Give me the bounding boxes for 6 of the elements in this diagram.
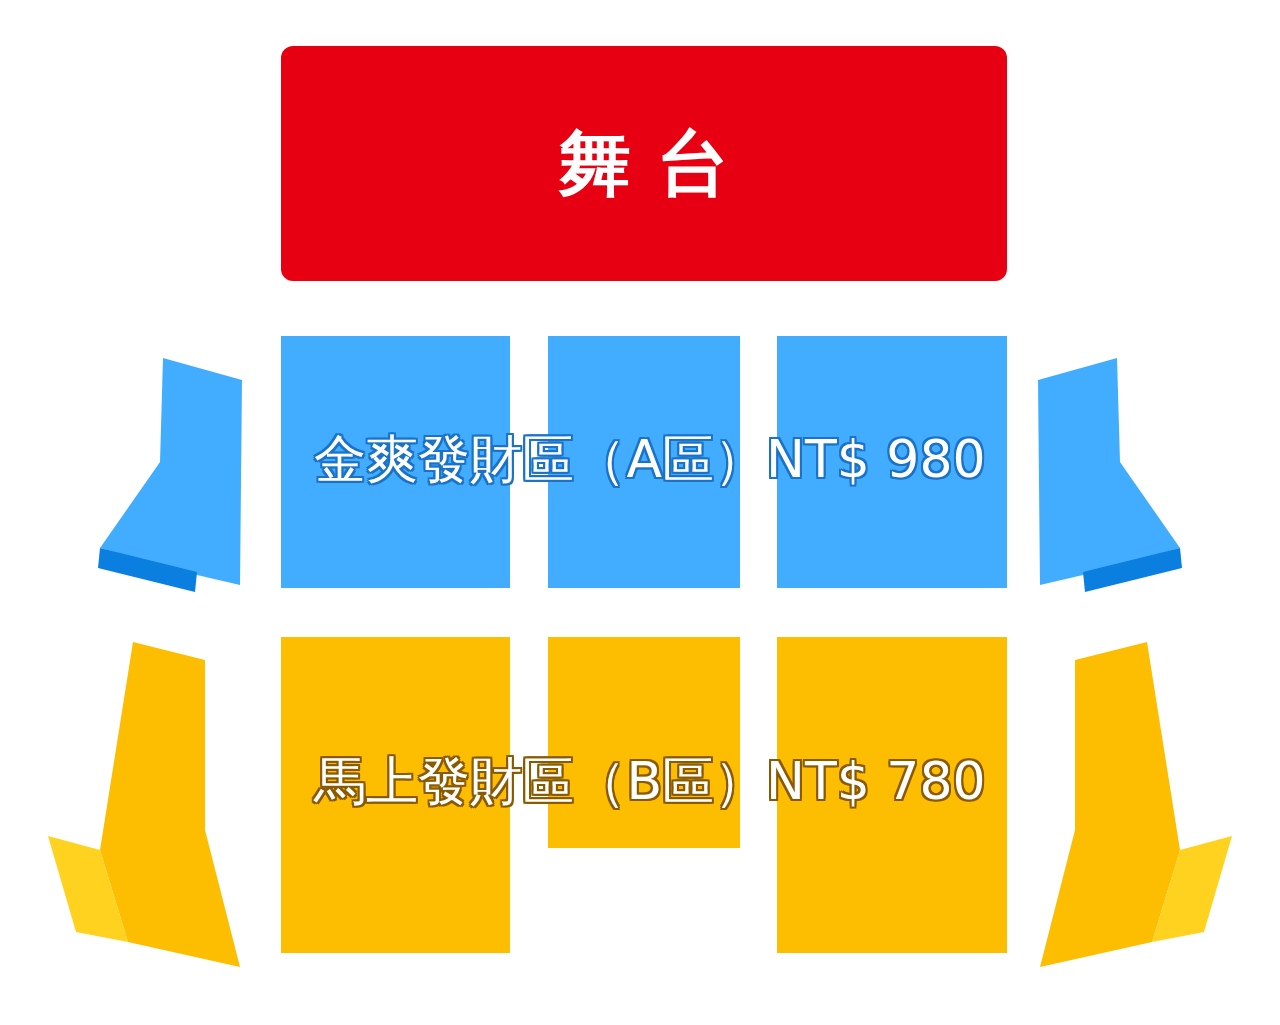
seating-section <box>1037 358 1182 594</box>
stage-label: 舞 台 <box>559 119 729 207</box>
seating-section <box>1039 642 1232 968</box>
seating-section <box>48 642 241 968</box>
stage <box>281 46 1007 281</box>
seating-section <box>98 358 243 594</box>
